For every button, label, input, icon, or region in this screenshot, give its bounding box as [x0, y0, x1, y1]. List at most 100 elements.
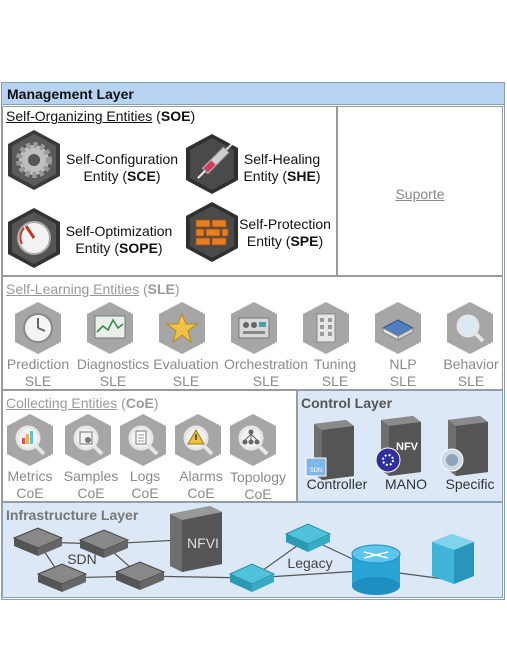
sle-item-line1: Diagnostics	[76, 356, 150, 372]
sle-item-line2: SLE	[252, 373, 280, 389]
soe-entity-line2: Entity (	[75, 240, 119, 256]
coe-title: Collecting Entities (CoE)	[6, 395, 159, 411]
sdn-switch-icon	[36, 563, 88, 592]
soe-entity-line1: Self-Configuration	[65, 151, 179, 167]
soe-entity-line2: Entity (	[83, 168, 128, 184]
monitor-chart-icon	[87, 302, 133, 354]
coe-item-line1: Alarms	[179, 468, 223, 484]
sle-item-line1: Evaluation	[153, 356, 219, 372]
sdn-switch-icon	[12, 527, 64, 556]
coe-item-line2: CoE	[16, 485, 44, 501]
sle-item-line2: SLE	[24, 373, 52, 389]
sle-item-line1: NLP	[389, 356, 417, 372]
soe-entity-abbr: SPE	[290, 233, 319, 249]
sle-item-line1: Orchestration	[223, 356, 309, 372]
sle-item-line2: SLE	[321, 373, 349, 389]
nfv-badge-label: NFV	[396, 441, 419, 453]
firewall-icon	[186, 202, 238, 262]
clock-icon	[15, 302, 61, 354]
sample-magnifier-icon	[65, 414, 111, 466]
sle-item-line1: Behavior	[443, 356, 499, 372]
soe-entity-spe: Self-Protection Entity (SPE)	[239, 216, 331, 249]
legacy-core-switch-icon	[432, 534, 474, 584]
magnifier-icon	[447, 302, 493, 354]
soe-title-abbr: SOE	[160, 108, 191, 124]
control-panel-icon	[231, 302, 277, 354]
coe-item-line1: Samples	[63, 468, 119, 484]
suporte-panel	[337, 106, 503, 276]
infrastructure-layer-title: Infrastructure Layer	[6, 507, 139, 523]
soe-title: Self-Organizing Entities (SOE)	[6, 108, 196, 124]
sdn-switch-icon	[78, 529, 130, 558]
soe-entity-abbr: SCE	[127, 168, 156, 184]
legacy-switch-icon	[284, 523, 332, 552]
soe-entity-line1: Self-Protection	[239, 216, 331, 232]
server-icon: SDN	[305, 420, 354, 480]
tree-magnifier-icon	[230, 414, 276, 466]
syringe-icon	[186, 134, 238, 194]
sle-title-main: Self-Learning Entities	[6, 281, 140, 297]
legacy-router-icon	[351, 544, 401, 595]
control-item-specific: Specific	[445, 476, 495, 492]
coe-item-line2: CoE	[77, 485, 105, 501]
sdn-badge-label: SDN	[310, 468, 323, 474]
coe-title-main: Collecting Entities	[6, 395, 118, 411]
sle-item-line2: SLE	[99, 373, 127, 389]
gauge-icon	[8, 208, 60, 268]
sdn-label: SDN	[67, 551, 97, 567]
legacy-label: Legacy	[287, 555, 332, 571]
suporte-label: Suporte	[395, 186, 445, 202]
book-icon	[375, 302, 421, 354]
bar-chart-magnifier-icon	[7, 414, 53, 466]
legacy-switch-icon	[228, 563, 276, 592]
sle-title: Self-Learning Entities (SLE)	[6, 281, 180, 297]
coe-item-line1: Topology	[229, 469, 287, 485]
sle-item-line1: Prediction	[6, 356, 70, 372]
network-topology: SDN NFVI Legacy	[12, 506, 474, 595]
coe-item-line2: CoE	[187, 485, 215, 501]
soe-entity-line2: Entity (	[243, 168, 288, 184]
control-layer-title: Control Layer	[301, 395, 393, 411]
soe-entity-abbr: SOPE	[119, 240, 158, 256]
nfvi-server-icon	[170, 506, 222, 572]
sle-item-line2: SLE	[389, 373, 417, 389]
building-icon	[303, 302, 349, 354]
control-item-controller: Controller	[306, 476, 368, 492]
management-layer-title: Management Layer	[1, 82, 505, 105]
document-magnifier-icon	[120, 414, 166, 466]
coe-item-line2: CoE	[244, 486, 272, 502]
soe-entity-line1: Self-Optimization	[65, 223, 173, 239]
sle-item-line2: SLE	[172, 373, 200, 389]
sle-item-line2: SLE	[457, 373, 485, 389]
soe-entity-she: Self-Healing Entity (SHE)	[243, 151, 321, 184]
soe-entity-abbr: SHE	[287, 168, 316, 184]
soe-entity-line1: Self-Healing	[243, 151, 321, 167]
warning-magnifier-icon	[175, 414, 221, 466]
nfvi-label: NFVI	[187, 535, 219, 551]
soe-entity-sope: Self-Optimization Entity (SOPE)	[65, 223, 173, 256]
control-item-mano: MANO	[385, 476, 427, 492]
sle-item-line1: Tuning	[313, 356, 357, 372]
star-icon	[159, 302, 205, 354]
server-icon	[440, 416, 488, 476]
coe-title-abbr: CoE	[125, 395, 154, 411]
sle-title-abbr: SLE	[147, 281, 175, 297]
coe-item-line1: Metrics	[7, 468, 53, 484]
coe-item-line2: CoE	[131, 485, 159, 501]
soe-entity-line2: Entity (	[246, 233, 291, 249]
sdn-switch-icon	[114, 561, 166, 590]
soe-entity-sce: Self-Configuration Entity (SCE)	[65, 151, 179, 184]
gear-icon	[8, 130, 60, 190]
coe-item-line1: Logs	[129, 468, 161, 484]
